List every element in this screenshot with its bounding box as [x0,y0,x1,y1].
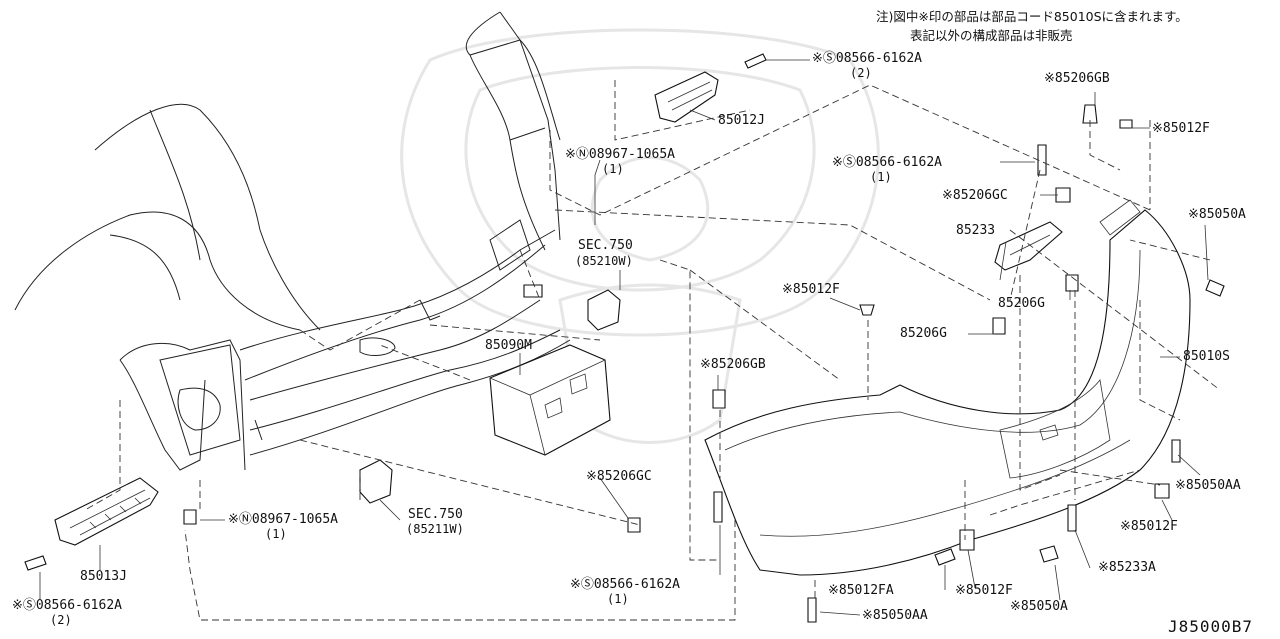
callout-qty: (1) [602,162,624,176]
watermark-emblem [400,28,880,444]
callout-label: SEC.750 [578,238,633,253]
callout-label: ※85012F [782,282,840,297]
fasteners [24,53,1225,623]
callout-label: ※85206GB [700,357,766,372]
callout-label: ※85012F [1152,121,1210,136]
callout-label: 85010S [1183,349,1230,364]
callout-label: 85233 [956,223,996,238]
callout-label: 85090M [485,338,532,353]
callout-label: 85206G [998,296,1045,311]
diagram-code: J85000B7 [1168,617,1254,636]
callout-qty: (85211W) [406,522,464,536]
note-line-2: 表記以外の構成部品は非販売 [910,28,1073,43]
vehicle-body [14,11,571,471]
callout-label: ※Ⓢ08566-6162A [812,51,922,66]
bumper-fascia-85010S [704,199,1191,576]
callout-label: ※85206GB [1044,71,1110,86]
callout-qty: (1) [607,592,629,606]
callout-qty: (1) [265,527,287,541]
callout-label: ※Ⓝ08967-1065A [228,512,338,527]
callout-label: ※Ⓢ08566-6162A [832,155,942,170]
callout-label: ※85050AA [1175,478,1241,493]
callout-label: ※85050AA [862,608,928,623]
callout-label: ※Ⓢ08566-6162A [12,598,122,613]
callout-qty: (85210W) [575,254,633,268]
leader-lines [39,59,1209,616]
sec750-brackets [359,289,621,504]
callout-label: 85012J [718,113,765,128]
callout-label: ※85233A [1098,560,1156,575]
callout-label: ※85050A [1188,207,1246,222]
callout-label: 85013J [80,569,127,584]
callout-label: ※85012F [955,583,1013,598]
callout-label: ※85206GC [586,469,652,484]
callout-qty: (2) [50,613,72,627]
note-line-1: 注)図中※印の部品は部品コード85010Sに含まれます。 [876,9,1188,24]
callout-label: 85206G [900,326,947,341]
callout-qty: (2) [850,66,872,80]
callout-label: ※85206GC [942,188,1008,203]
callout-label: SEC.750 [408,507,463,522]
callout-label: ※Ⓢ08566-6162A [570,577,680,592]
callout-label: ※85050A [1010,599,1068,614]
bracket-85012J [654,71,719,123]
callout-label: ※Ⓝ08967-1065A [565,147,675,162]
callout-label: ※85012F [1120,519,1178,534]
callout-qty: (1) [870,170,892,184]
bracket-85013J [54,477,159,546]
callout-label: ※85012FA [828,583,894,598]
absorber-85090M [489,344,611,456]
guide-lines [84,80,1221,621]
